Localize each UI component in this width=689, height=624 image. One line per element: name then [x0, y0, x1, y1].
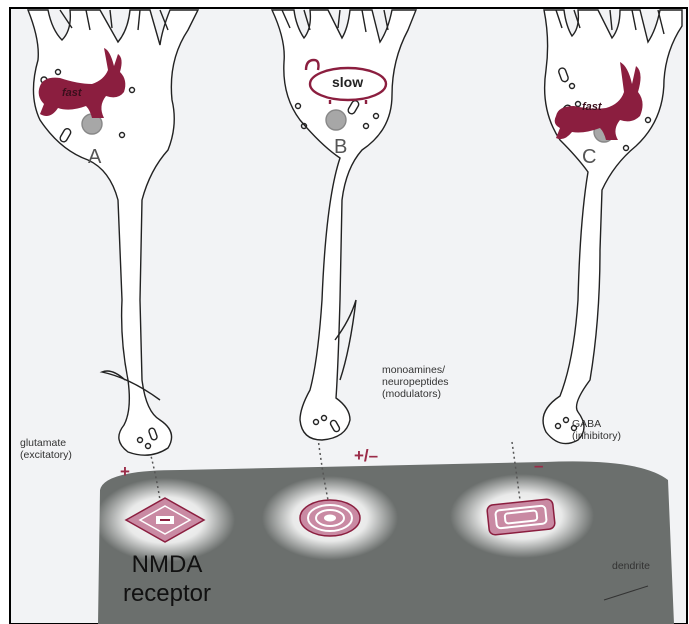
nmda-text: NMDA [108, 551, 226, 580]
gaba-receptor [487, 499, 556, 536]
gaba-text: GABA [572, 418, 621, 430]
excitatory-sign: + [120, 462, 130, 482]
receptor-text: receptor [108, 580, 226, 609]
modulatory-sign: +/– [354, 446, 378, 466]
glutamate-text: glutamate [20, 437, 72, 449]
excitatory-text: (excitatory) [20, 449, 72, 461]
inhibitory-sign: – [534, 456, 543, 476]
neuron-b-speed: slow [332, 74, 363, 90]
neuron-b-letter: B [334, 136, 347, 159]
nmda-receptor-caption: NMDA receptor [108, 551, 226, 609]
neuron-a-speed: fast [62, 87, 82, 100]
inhibitory-text: (inhibitory) [572, 430, 621, 442]
modulators-text: (modulators) [382, 388, 449, 400]
neuron-c-speed: fast [582, 101, 602, 114]
dendrite-label: dendrite [612, 560, 650, 572]
neuron-c-letter: C [582, 146, 596, 169]
neuropeptides-text: neuropeptides [382, 376, 449, 388]
modulators-label: monoamines/ neuropeptides (modulators) [382, 364, 449, 400]
gaba-label: GABA (inhibitory) [572, 418, 621, 442]
neuron-a-letter: A [88, 146, 101, 169]
modulator-receptor [300, 500, 360, 536]
glutamate-label: glutamate (excitatory) [20, 437, 72, 461]
monoamines-text: monoamines/ [382, 364, 449, 376]
